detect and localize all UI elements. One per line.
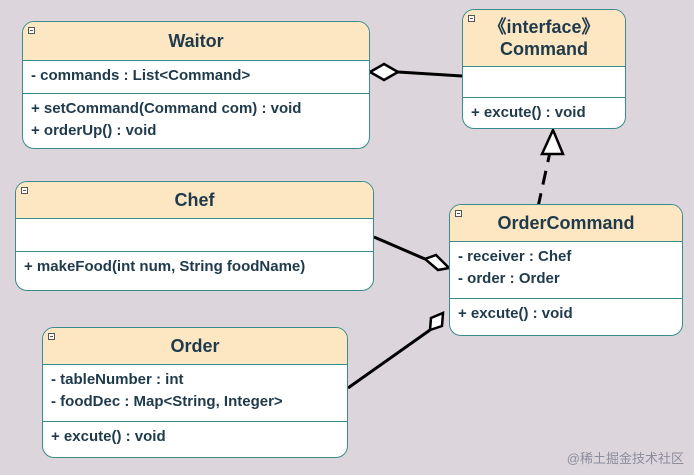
order-ordercommand-aggregation-line	[347, 328, 431, 390]
method: + setCommand(Command com) : void	[31, 100, 302, 117]
waitor-command-aggregation-line	[397, 70, 463, 78]
method: + excute() : void	[51, 428, 166, 445]
chef-ordercommand-aggregation-line	[373, 235, 426, 261]
class-command-name: Command	[499, 39, 588, 59]
class-command-attributes	[463, 67, 625, 97]
chef-aggregation-diamond	[422, 253, 452, 272]
method: + orderUp() : void	[31, 122, 157, 139]
class-command-methods: + excute() : void	[463, 97, 625, 128]
order-aggregation-diamond	[428, 311, 445, 332]
class-chef-attributes	[16, 219, 373, 251]
class-order-header: Order	[43, 328, 347, 365]
ordercommand-command-realization-line	[536, 151, 552, 208]
realization-arrowhead	[540, 126, 565, 156]
class-chef-methods: + makeFood(int num, String foodName)	[16, 251, 373, 282]
class-chef[interactable]: Chef + makeFood(int num, String foodName…	[15, 181, 374, 291]
class-order-attributes: - tableNumber : int - foodDec : Map<Stri…	[43, 365, 347, 421]
class-waitor[interactable]: Waitor - commands : List<Command> + setC…	[22, 21, 370, 149]
watermark: @稀土掘金技术社区	[566, 451, 684, 466]
class-command[interactable]: 《interface》 Command + excute() : void	[462, 9, 626, 129]
class-chef-header: Chef	[16, 182, 373, 219]
class-ordercommand-methods: + excute() : void	[450, 298, 682, 329]
attribute: - commands : List<Command>	[31, 67, 251, 84]
class-ordercommand[interactable]: OrderCommand - receiver : Chef - order :…	[449, 204, 683, 336]
class-command-stereotype: 《interface》	[488, 17, 600, 37]
class-ordercommand-attributes: - receiver : Chef - order : Order	[450, 242, 682, 298]
method: + excute() : void	[471, 104, 586, 121]
attribute: - foodDec : Map<String, Integer>	[51, 393, 283, 410]
collapse-icon[interactable]	[468, 15, 475, 22]
method: + makeFood(int num, String foodName)	[24, 258, 306, 275]
class-order[interactable]: Order - tableNumber : int - foodDec : Ma…	[42, 327, 348, 458]
collapse-icon[interactable]	[21, 187, 28, 194]
collapse-icon[interactable]	[48, 333, 55, 340]
attribute: - receiver : Chef	[458, 248, 572, 265]
collapse-icon[interactable]	[455, 210, 462, 217]
class-waitor-attributes: - commands : List<Command>	[23, 61, 369, 93]
class-chef-name: Chef	[174, 189, 215, 210]
class-order-methods: + excute() : void	[43, 421, 347, 452]
class-ordercommand-name: OrderCommand	[497, 212, 635, 233]
class-order-name: Order	[170, 335, 220, 356]
class-command-header: 《interface》 Command	[463, 10, 625, 67]
waitor-aggregation-diamond	[367, 62, 401, 82]
class-ordercommand-header: OrderCommand	[450, 205, 682, 242]
class-waitor-methods: + setCommand(Command com) : void + order…	[23, 93, 369, 146]
class-waitor-header: Waitor	[23, 22, 369, 61]
class-waitor-name: Waitor	[168, 30, 224, 51]
method: + excute() : void	[458, 305, 573, 322]
collapse-icon[interactable]	[28, 27, 35, 34]
attribute: - order : Order	[458, 270, 560, 287]
attribute: - tableNumber : int	[51, 371, 184, 388]
